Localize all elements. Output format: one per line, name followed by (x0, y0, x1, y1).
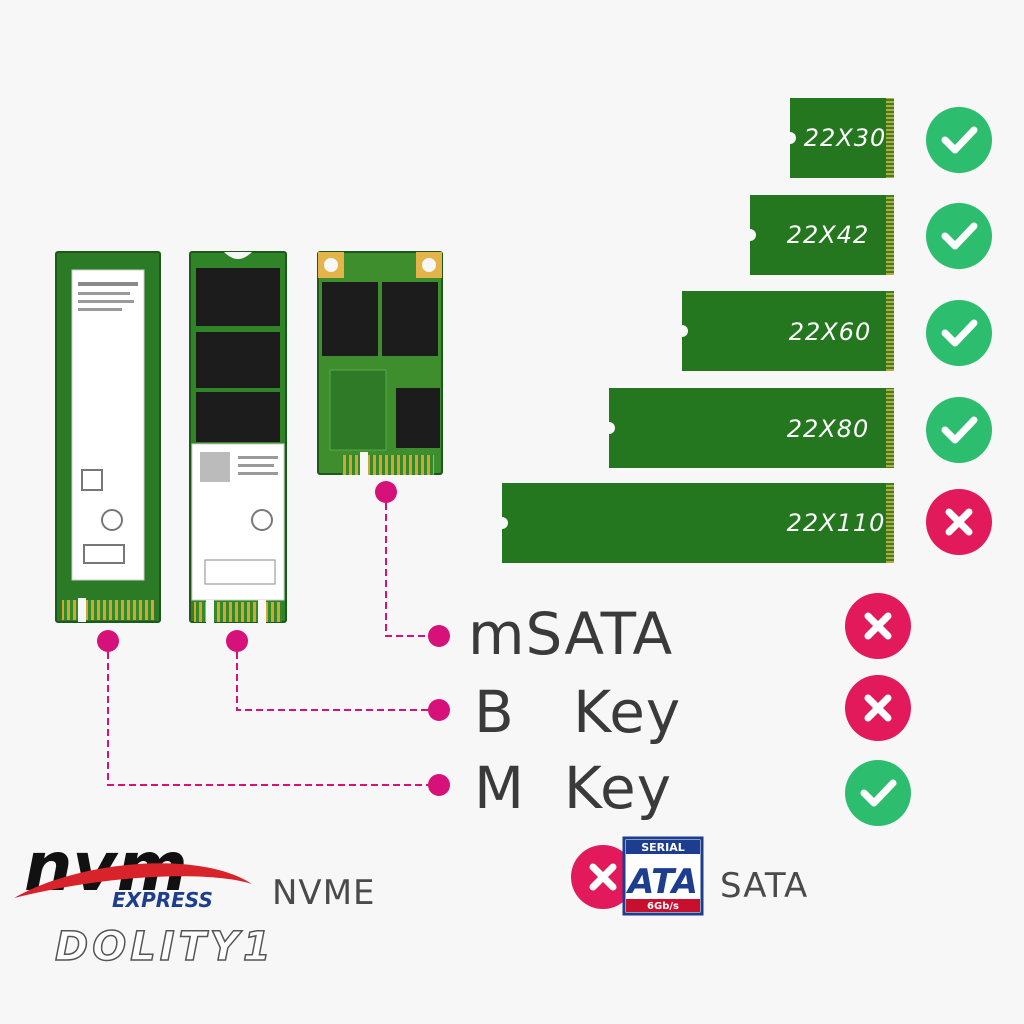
sata-logo-top: SERIAL (641, 841, 685, 854)
cross-icon (845, 675, 911, 741)
check-icon (845, 760, 911, 826)
form-factor-bar-22x30: 22X30 (784, 98, 894, 178)
ssd-drive-b-key (189, 251, 287, 624)
form-factor-label: 22X42 (787, 221, 870, 249)
cross-icon (571, 845, 635, 909)
form-factor-label: 22X30 (804, 124, 887, 152)
check-icon (926, 397, 992, 463)
check-icon (926, 203, 992, 269)
connector-dots (97, 481, 450, 796)
form-factor-bar-22x42: 22X42 (744, 195, 894, 275)
form-factor-bar-22x110: 22X110 (496, 483, 894, 563)
form-factor-label: 22X110 (787, 509, 886, 537)
ssd-drive-m-key (55, 251, 161, 623)
sata-label: SATA (720, 866, 808, 906)
nvme-label: NVME (272, 873, 376, 913)
cross-icon (845, 593, 911, 659)
ssd-drive-msata (317, 251, 443, 476)
connector-line-m-key (107, 641, 436, 786)
key-type-label-m-key: M Key (474, 754, 672, 822)
connector-lines (107, 492, 436, 786)
cross-icon (926, 489, 992, 555)
sata-logo-main: ATA (625, 862, 698, 902)
connector-line-msata (385, 492, 436, 637)
form-factor-label: 22X60 (789, 318, 872, 346)
connector-line-b-key (236, 641, 436, 711)
nvme-logo: nvm EXPRESS (14, 828, 252, 912)
check-icon (926, 300, 992, 366)
sata-logo: SERIAL ATA 6Gb/s (622, 836, 704, 916)
key-type-label-b-key: B Key (474, 678, 681, 746)
form-factor-list: 22X30 22X42 22X60 22X80 22X110 (496, 98, 894, 563)
form-factor-bar-22x60: 22X60 (676, 291, 894, 371)
nvme-logo-subtext: EXPRESS (112, 888, 213, 912)
sata-logo-speed: 6Gb/s (647, 901, 679, 912)
form-factor-bar-22x80: 22X80 (603, 388, 894, 468)
key-type-list: mSATA B Key M Key (468, 600, 681, 822)
form-factor-label: 22X80 (787, 415, 870, 443)
watermark: DOLITY1 (55, 924, 275, 970)
key-type-label-msata: mSATA (468, 600, 673, 668)
check-icon (926, 107, 992, 173)
